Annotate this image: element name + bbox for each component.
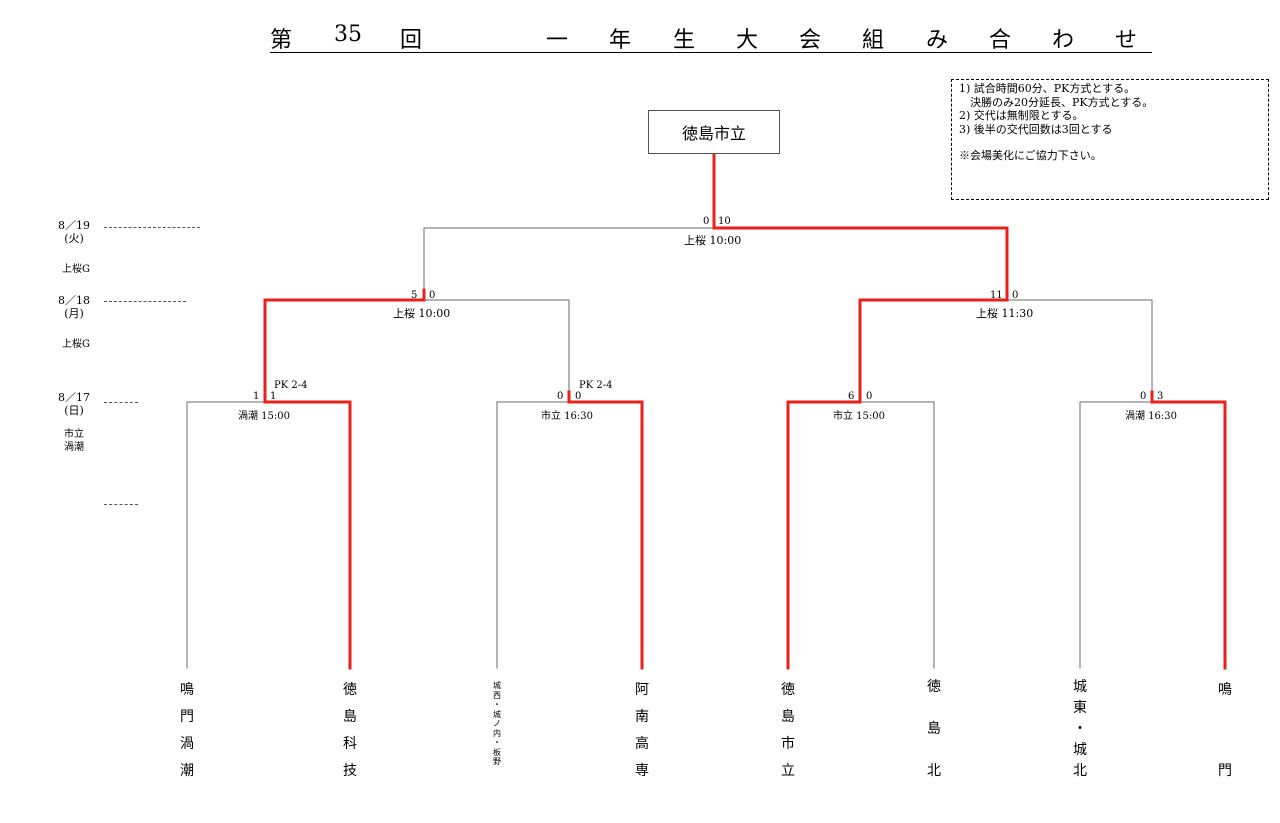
team-joto-johoku: 城 東 ・ 城 北 (1073, 679, 1087, 779)
pk-qf1: PK 2-4 (274, 380, 308, 391)
rule-line: 2) 交代は無制限とする。 (959, 109, 1084, 122)
rule-line: 決勝のみ20分延長、PK方式とする。 (959, 95, 1154, 109)
bracket-line (1006, 299, 1153, 403)
score-qf1-left: 1 (253, 391, 260, 402)
champion-name: 徳島市立 (681, 124, 746, 143)
venue-final: 上桜 10:00 (684, 234, 742, 247)
day-label: (火) (64, 232, 84, 245)
bracket-line (423, 299, 570, 403)
team-josei-jonouchi-itano: 城 西 ・ 城 ノ 内 ・ 板 野 (493, 681, 501, 766)
bracket-line (186, 401, 266, 669)
score-qf4-right: 3 (1157, 391, 1164, 402)
title-char: わ (1052, 28, 1075, 53)
score-final-left: 0 (703, 216, 710, 227)
team-naruto-uzushio: 鳴 門 渦 潮 (180, 682, 194, 779)
title-char: せ (1115, 28, 1138, 53)
date-quarter: 8／17 (日) (57, 391, 91, 417)
venue-qf1: 渦潮 15:00 (238, 411, 290, 422)
team-tokushima-kita: 徳 島 北 (927, 679, 941, 779)
title-char: 合 (989, 28, 1012, 53)
rule-line: 1) 試合時間60分、PK方式とする。 (959, 82, 1136, 95)
score-qf3-right: 0 (866, 391, 873, 402)
tournament-title: 第 35 回 一 年 生 大 会 組 み 合 わ せ (270, 22, 1152, 53)
bracket-line (496, 401, 570, 669)
bracket-line (859, 401, 935, 669)
title-char: 会 (799, 28, 822, 53)
bracket-line (1079, 401, 1153, 669)
title-char: 年 (609, 28, 632, 53)
title-kai: 回 (400, 28, 423, 53)
score-sf1-left: 5 (411, 290, 418, 301)
date-divider (104, 301, 186, 302)
score-qf1-right: 1 (270, 391, 277, 402)
date-label: 8／17 (58, 391, 90, 404)
title-char: 生 (673, 28, 696, 53)
team-anan-kosen: 阿 南 高 専 (635, 682, 649, 779)
score-sf1-right: 0 (429, 290, 436, 301)
date-divider (104, 504, 138, 505)
date-divider (104, 227, 200, 228)
venue-label: 上桜G (62, 264, 90, 275)
title-char: 大 (736, 28, 759, 53)
venue-sf2: 上桜 11:30 (976, 307, 1034, 320)
venue-label: 上桜G (62, 339, 90, 350)
rule-line: 3) 後半の交代回数は3回とする (959, 122, 1113, 136)
winner-line (567, 400, 644, 670)
score-qf4-left: 0 (1140, 391, 1147, 402)
date-label: 8／19 (58, 219, 90, 232)
title-number: 35 (334, 22, 362, 47)
venue-qf2: 市立 16:30 (541, 411, 593, 422)
score-sf2-left: 11 (990, 290, 1003, 301)
winner-line (786, 400, 862, 670)
rules-box: 1) 試合時間60分、PK方式とする。 決勝のみ20分延長、PK方式とする。 2… (951, 79, 1269, 200)
team-naruto: 鳴 門 (1218, 682, 1232, 779)
venue-qf4: 渦潮 16:30 (1125, 411, 1177, 422)
date-semi: 8／18 (月) (57, 294, 91, 320)
rule-line: ※会場美化にご協力下さい。 (959, 149, 1102, 162)
date-divider (104, 402, 138, 403)
date-final: 8／19 (火) (57, 219, 91, 245)
day-label: (日) (64, 404, 84, 417)
score-final-right: 10 (718, 216, 731, 227)
winner-line (263, 400, 352, 670)
bracket-line (423, 227, 715, 301)
pk-qf2: PK 2-4 (579, 380, 613, 391)
winner-line (712, 226, 1009, 302)
day-label: (月) (64, 307, 84, 320)
venue-qf3: 市立 15:00 (833, 411, 885, 422)
score-qf2-right: 0 (575, 391, 582, 402)
venue-sf1: 上桜 10:00 (393, 307, 451, 320)
title-char: 一 (546, 28, 569, 53)
score-qf3-left: 6 (848, 391, 855, 402)
winner-line (263, 298, 426, 404)
date-label: 8／18 (58, 294, 90, 307)
title-dai: 第 (270, 28, 293, 53)
title-char: み (926, 28, 949, 53)
venue-label: 市立 渦潮 (64, 429, 84, 453)
champion-box: 徳島市立 (648, 110, 780, 154)
team-tokushima-shiritsu: 徳 島 市 立 (781, 682, 795, 779)
winner-line (1150, 400, 1227, 670)
score-sf2-right: 0 (1012, 290, 1019, 301)
winner-line (858, 298, 1009, 404)
title-char: 組 (862, 28, 885, 53)
team-tokushima-kagi: 徳 島 科 技 (343, 682, 357, 779)
score-qf2-left: 0 (557, 391, 564, 402)
